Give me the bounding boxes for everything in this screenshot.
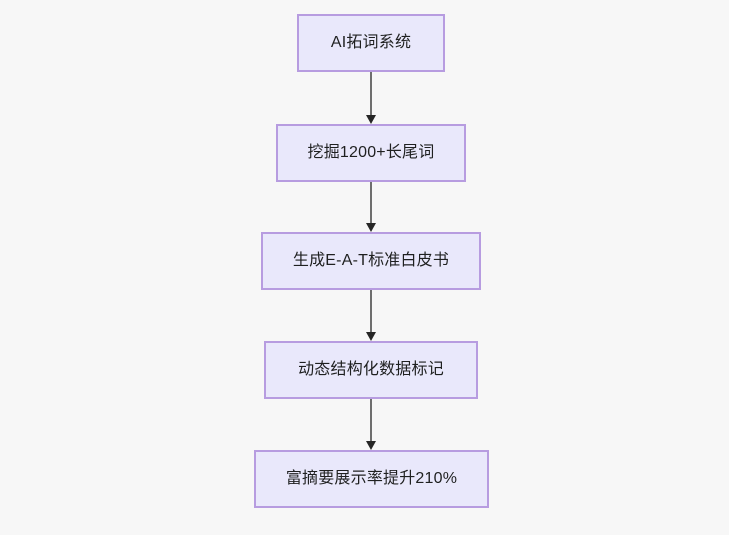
edge-node2-to-node3: [366, 182, 376, 232]
flow-node-ai-keyword-system[interactable]: AI拓词系统: [297, 14, 445, 72]
edge-node4-to-node5: [366, 399, 376, 450]
edge-node3-to-node4: [366, 290, 376, 341]
flow-node-dynamic-structured-data-markup[interactable]: 动态结构化数据标记: [264, 341, 478, 399]
edge-node1-to-node2: [366, 72, 376, 124]
flow-node-generate-eat-whitepaper[interactable]: 生成E-A-T标准白皮书: [261, 232, 481, 290]
flow-node-mine-longtail-keywords[interactable]: 挖掘1200+长尾词: [276, 124, 466, 182]
flow-node-rich-snippet-impression-uplift[interactable]: 富摘要展示率提升210%: [254, 450, 489, 508]
